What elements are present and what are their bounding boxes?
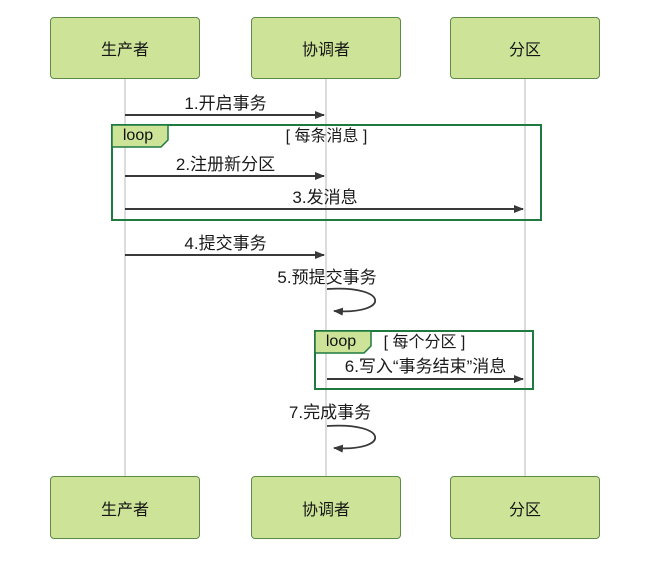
actor-partition-top: 分区: [450, 17, 600, 79]
actor-partition-label: 分区: [508, 42, 541, 59]
message-label-6: 6.写入“事务结束”消息: [344, 357, 507, 376]
message-label-2: 2.注册新分区: [175, 155, 276, 174]
message-label-5: 5.预提交事务: [277, 268, 377, 287]
actor-partition-label: 分区: [508, 501, 541, 519]
loop-guard-2: [ 每个分区 ]: [383, 334, 466, 351]
loop-frame-2: [314, 330, 534, 390]
loop-frame-1: [111, 124, 542, 221]
loop-guard-1: [ 每条消息 ]: [285, 128, 368, 145]
loop-keyword-2: loop: [325, 333, 357, 350]
actor-partition-bottom: 分区: [450, 476, 600, 539]
message-label-3: 3.发消息: [292, 188, 358, 207]
arrow-msg-7-self: [326, 424, 376, 453]
actor-coordinator-bottom: 协调者: [251, 476, 401, 539]
loop-label-tab-2: [314, 330, 372, 354]
loop-keyword-1: loop: [122, 127, 154, 144]
actor-producer-label: 生产者: [100, 42, 149, 59]
message-label-1: 1.开启事务: [184, 94, 267, 113]
actor-coordinator-label: 协调者: [301, 501, 350, 519]
message-label-7: 7.完成事务: [288, 403, 372, 422]
actor-producer-top: 生产者: [50, 17, 200, 79]
arrow-msg-5-self: [326, 287, 376, 316]
actor-producer-label: 生产者: [100, 501, 149, 519]
loop-label-tab-1: [111, 124, 169, 148]
actor-producer-bottom: 生产者: [50, 476, 200, 539]
actor-coordinator-top: 协调者: [251, 17, 401, 79]
message-label-4: 4.提交事务: [184, 234, 267, 253]
actor-coordinator-label: 协调者: [301, 42, 350, 59]
